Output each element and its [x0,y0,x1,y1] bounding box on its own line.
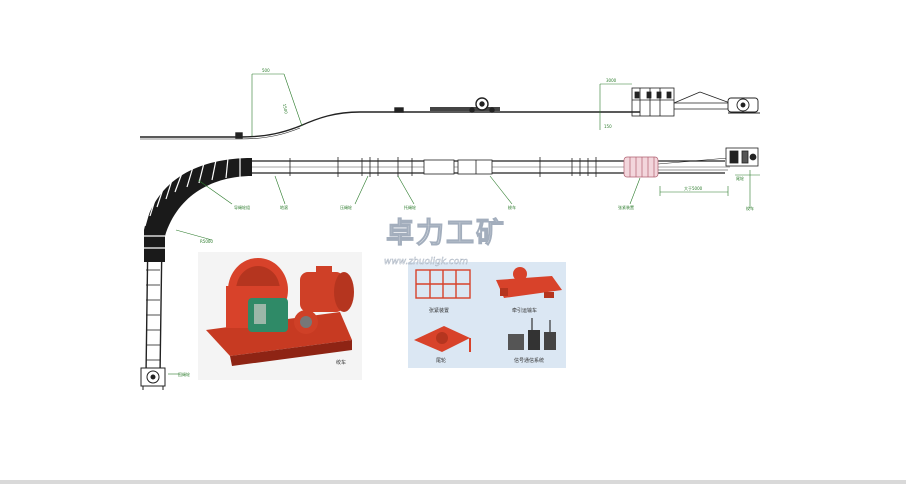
plan-view-leaders [168,170,760,375]
watermark: 卓力工矿 www.zhuoligk.com [384,216,506,268]
tail-gap-label: 3000 [606,78,617,83]
side-view-dimensions [251,73,632,136]
component-tail-wheel [414,326,471,352]
components-photo-panel: 张紧装置 牵引运输车 尾轮 信号通信系统 [408,262,566,368]
label-rope-guide-rollers: 托绳轮 [404,204,416,210]
label-winch-gap: 大于5000 [684,185,703,191]
plan-view-equipment [289,157,597,177]
curve-guide-roller-groups [144,158,252,262]
label-ground-wheel: 地滚 [280,204,288,210]
watermark-brand: 卓力工矿 [386,216,506,249]
label-return-wheel: 回绳轮 [178,371,190,377]
side-view-winch [727,97,760,114]
component-caption-4: 信号通信系统 [514,357,544,364]
side-view-tension-frame [631,87,731,117]
label-arc-radius: R5000 [200,239,213,244]
watermark-url: www.zhuoligk.com [384,257,468,267]
component-tension-frame [415,269,471,299]
plan-view-tension-device [623,156,659,178]
vertical-section-ties [146,269,160,361]
component-caption-1: 张紧装置 [429,307,449,314]
side-elevation-view [140,87,760,140]
winch-photo-caption: 绞车 [336,359,346,366]
plan-view-winch [725,147,759,167]
tail-height-label: 150 [604,124,612,129]
bottom-rule [0,480,906,484]
label-tension-frame: 张紧装置 [618,204,634,210]
winch-photo: 绞车 [198,252,362,380]
return-wheel [140,367,166,390]
component-caption-2: 牵引运输车 [512,307,537,314]
label-pressure-wheel: 压绳轮 [340,204,352,210]
label-guide-wheel-group: 导绳轮组 [234,204,250,210]
track-profile-line [140,111,640,138]
label-tail-side: 尾轮 [736,175,744,181]
component-signal-system [508,318,556,350]
label-winch-side: 绞车 [746,205,754,211]
side-view-shuttle-car [430,97,500,113]
curve-roller-ticks [144,157,241,249]
plan-view-car-body [423,159,455,175]
component-shuttle-car [496,267,562,298]
label-car: 梭车 [508,204,516,210]
slope-length-label: 500 [262,68,270,73]
component-caption-3: 尾轮 [436,357,446,364]
slope-height-label: 1500 [282,103,289,114]
